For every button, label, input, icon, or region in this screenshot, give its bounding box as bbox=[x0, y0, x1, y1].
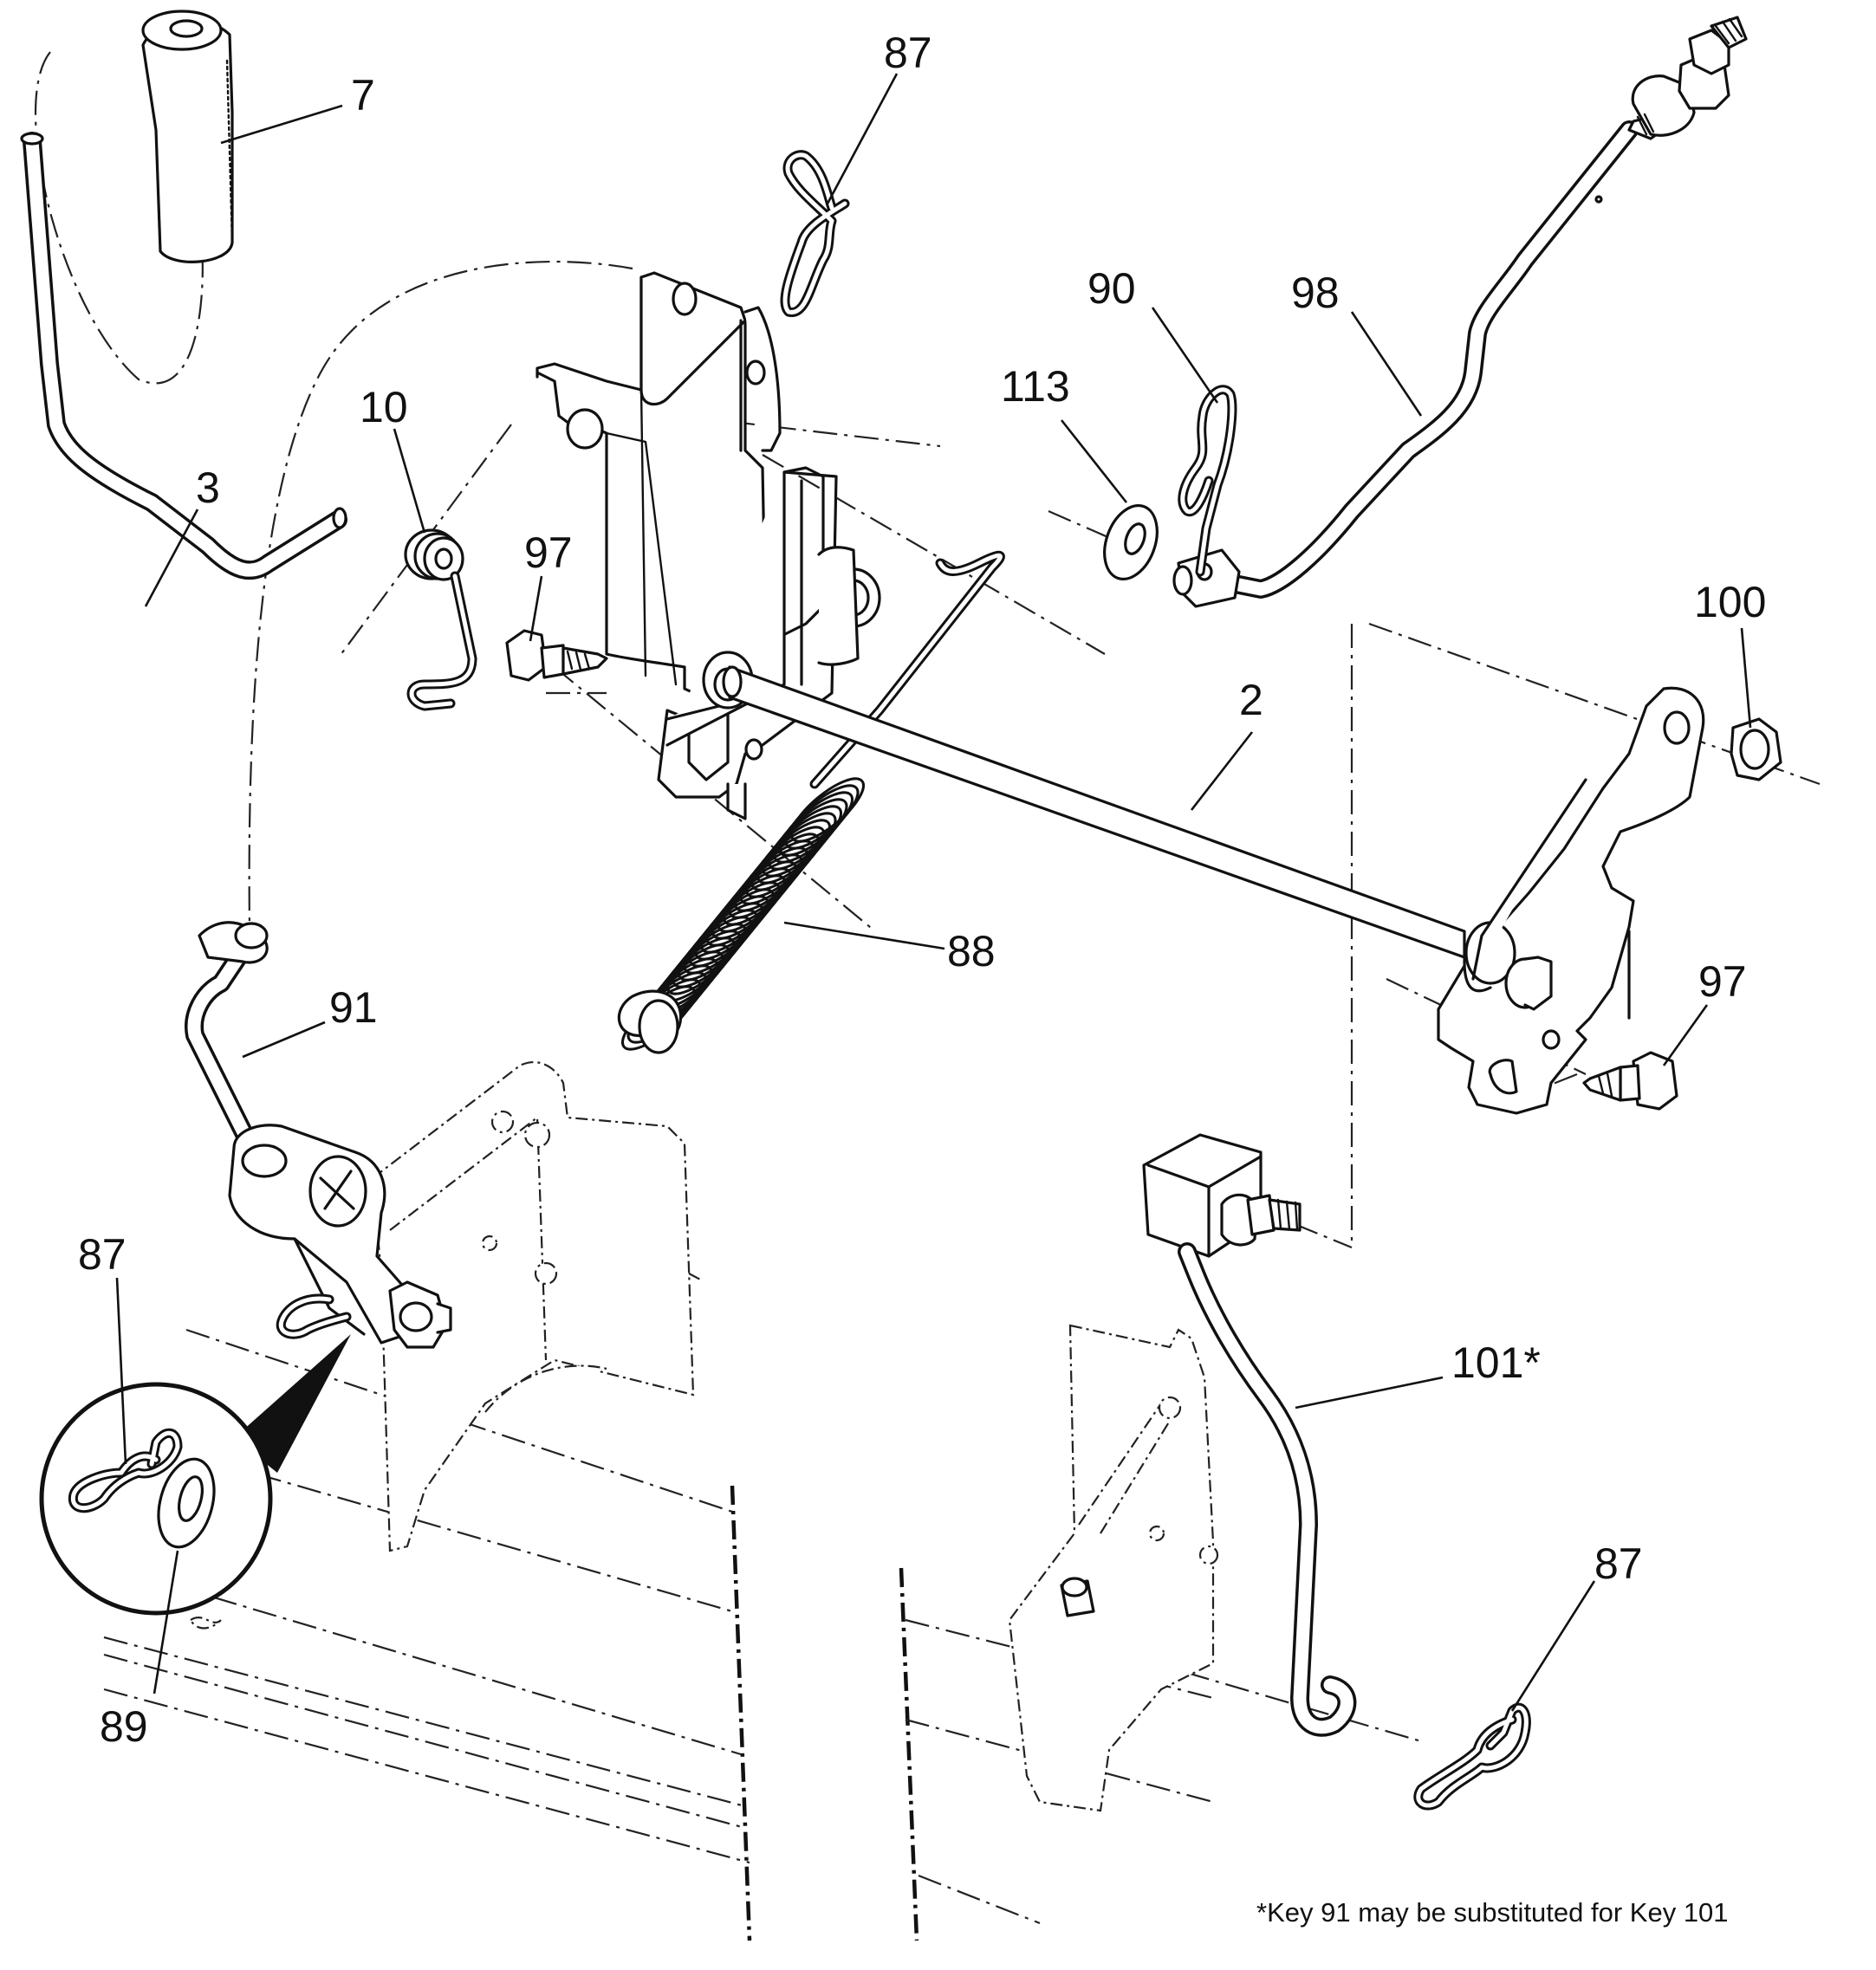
alternate-lift-link bbox=[1142, 1133, 1357, 1737]
callout-labels: 7 87 90 98 113 10 3 97 100 2 88 91 97 87… bbox=[78, 29, 1766, 1751]
detail-callout-circle bbox=[39, 1334, 351, 1616]
extension-spring bbox=[617, 550, 1005, 1054]
leader-10 bbox=[393, 428, 426, 534]
callout-91: 91 bbox=[329, 983, 378, 1032]
leader-97-right bbox=[1662, 1004, 1709, 1066]
mower-deck-outline bbox=[103, 1328, 1214, 1941]
callout-87-left: 87 bbox=[78, 1230, 127, 1279]
callout-98: 98 bbox=[1291, 269, 1340, 317]
callout-87-right: 87 bbox=[1594, 1539, 1643, 1588]
left-deck-hanger-bracket bbox=[371, 1061, 703, 1552]
callout-97-left: 97 bbox=[524, 528, 573, 577]
callout-97-right: 97 bbox=[1698, 957, 1747, 1006]
torsion-spring bbox=[404, 528, 477, 711]
leader-87-right bbox=[1510, 1580, 1596, 1712]
hairpin-clip-90 bbox=[1178, 385, 1237, 577]
leader-101 bbox=[1295, 1376, 1444, 1409]
flat-washer bbox=[1103, 503, 1159, 581]
leader-98 bbox=[1350, 311, 1423, 417]
bolt-right bbox=[1582, 1051, 1678, 1111]
leader-2 bbox=[1190, 731, 1254, 811]
leader-87-top bbox=[826, 73, 899, 204]
callout-88: 88 bbox=[947, 927, 996, 975]
leader-113 bbox=[1060, 419, 1128, 503]
leader-lines bbox=[115, 73, 1752, 1712]
callout-113: 113 bbox=[1001, 362, 1070, 411]
handle-grip bbox=[141, 10, 234, 263]
height-adjust-rod bbox=[1172, 16, 1748, 608]
hairpin-clip-87-right bbox=[1413, 1702, 1531, 1811]
lock-nut bbox=[1730, 717, 1782, 781]
callout-89: 89 bbox=[100, 1702, 148, 1751]
hairpin-clip-87-top bbox=[780, 150, 850, 317]
lift-lever bbox=[20, 132, 347, 580]
footnote: *Key 91 may be substituted for Key 101 bbox=[1256, 1897, 1729, 1928]
right-deck-hanger-bracket bbox=[1008, 1324, 1219, 1812]
leader-100 bbox=[1740, 627, 1752, 729]
leader-88 bbox=[783, 921, 945, 950]
callout-101: 101* bbox=[1451, 1338, 1541, 1387]
leader-97-left bbox=[529, 575, 543, 642]
bolt-left bbox=[505, 629, 608, 682]
callout-2: 2 bbox=[1239, 676, 1263, 724]
right-lift-arm bbox=[1437, 686, 1705, 1115]
leader-91 bbox=[242, 1021, 326, 1059]
leader-87-left bbox=[115, 1277, 127, 1465]
lift-shaft bbox=[722, 665, 1466, 959]
callout-3: 3 bbox=[196, 463, 220, 512]
leader-7 bbox=[220, 104, 343, 145]
callout-100: 100 bbox=[1694, 578, 1766, 626]
callout-7: 7 bbox=[351, 71, 375, 120]
callout-87-top: 87 bbox=[884, 29, 932, 77]
leader-90 bbox=[1151, 307, 1219, 404]
main-mounting-bracket bbox=[536, 271, 782, 701]
leader-3 bbox=[144, 509, 199, 607]
leader-89 bbox=[153, 1550, 179, 1695]
callout-90: 90 bbox=[1087, 264, 1136, 313]
callout-10: 10 bbox=[360, 383, 408, 431]
lift-link-assembly bbox=[185, 921, 452, 1349]
